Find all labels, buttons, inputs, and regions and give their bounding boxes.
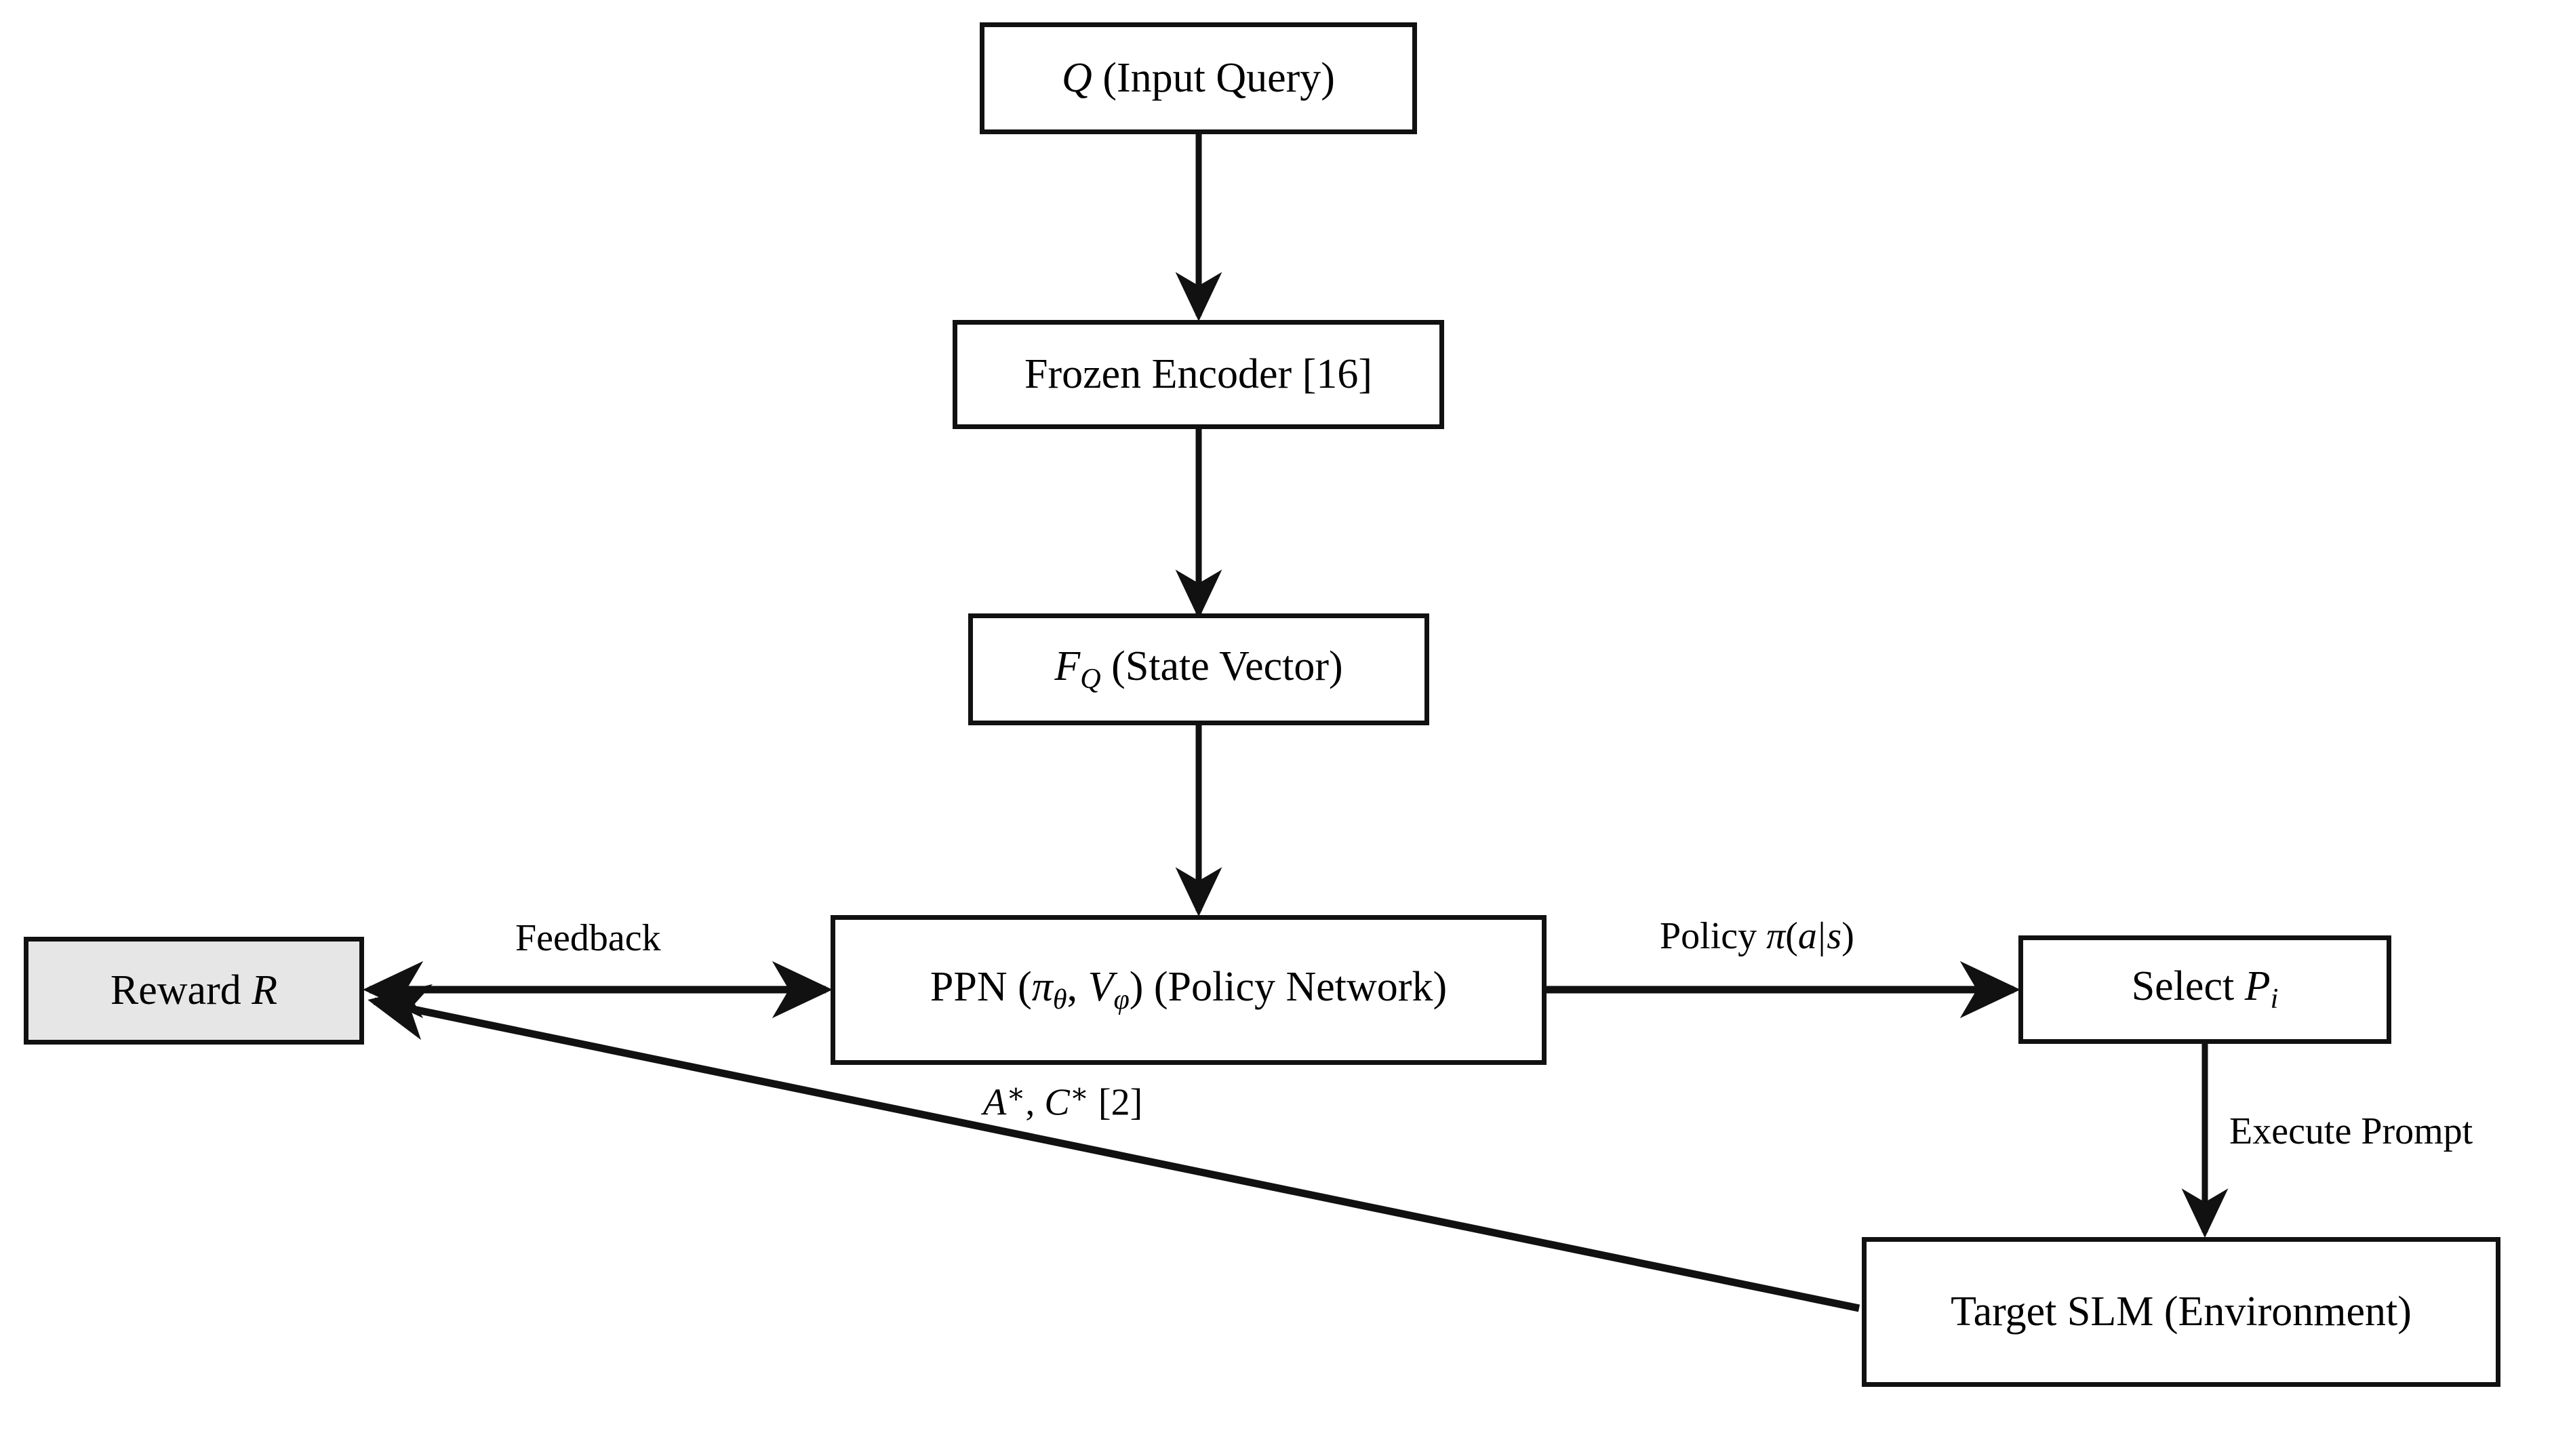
advantage-symbol-c: C: [1044, 1081, 1070, 1124]
node-target-slm[interactable]: Target SLM (Environment): [1862, 1237, 2500, 1387]
reward-text: Reward: [110, 967, 252, 1013]
symbol-f-subscript: Q: [1080, 662, 1101, 695]
advantage-comma: ,: [1025, 1081, 1045, 1124]
node-input-query[interactable]: Q (Input Query): [980, 22, 1417, 134]
node-policy-network[interactable]: PPN (πθ, Vφ) (Policy Network): [831, 915, 1547, 1065]
node-policy-network-label: PPN (πθ, Vφ) (Policy Network): [923, 965, 1454, 1015]
select-text: Select: [2131, 963, 2245, 1010]
symbol-f: F: [1054, 643, 1081, 689]
symbol-v-subscript: φ: [1113, 983, 1130, 1015]
edge-label-feedback-text: Feedback: [515, 917, 661, 959]
advantage-reference: [2]: [1088, 1081, 1143, 1124]
ppn-comma: ,: [1066, 963, 1088, 1010]
ppn-suffix: ) (Policy Network): [1129, 963, 1448, 1010]
symbol-p-subscript: i: [2270, 983, 2279, 1015]
edge-label-execute-prompt-text: Execute Prompt: [2229, 1110, 2473, 1152]
policy-bar: |: [1818, 915, 1826, 957]
node-reward[interactable]: Reward R: [24, 937, 364, 1045]
advantage-star-2: ∗: [1069, 1078, 1089, 1109]
symbol-pi-subscript: θ: [1052, 983, 1067, 1015]
policy-symbol-pi: π: [1766, 915, 1786, 957]
node-frozen-encoder[interactable]: Frozen Encoder [16]: [953, 320, 1444, 429]
policy-paren-close: ): [1841, 915, 1854, 957]
node-target-slm-label: Target SLM (Environment): [1951, 1288, 2412, 1335]
node-frozen-encoder-label: Frozen Encoder [16]: [1024, 350, 1372, 397]
edge-label-policy-text: Policy: [1660, 915, 1767, 957]
edge-label-policy: Policy π(a|s): [1660, 916, 1854, 956]
node-input-query-text: (Input Query): [1092, 54, 1335, 101]
policy-symbol-a: a: [1797, 915, 1817, 957]
node-reward-label: Reward R: [104, 967, 284, 1013]
node-select-prompt-label: Select Pi: [2125, 965, 2286, 1014]
advantage-symbol-a: A: [983, 1081, 1007, 1124]
symbol-v: V: [1088, 963, 1114, 1010]
edge-label-advantage: A∗, C∗ [2]: [983, 1078, 1143, 1124]
edge-slm-to-reward: [367, 984, 1860, 1312]
advantage-star-1: ∗: [1006, 1078, 1026, 1109]
symbol-r: R: [252, 967, 278, 1013]
node-state-vector[interactable]: FQ (State Vector): [968, 613, 1429, 725]
edge-label-feedback: Feedback: [515, 918, 661, 958]
node-input-query-label: Q (Input Query): [1055, 56, 1342, 100]
policy-paren-open: (: [1785, 915, 1798, 957]
symbol-p: P: [2244, 963, 2271, 1010]
policy-symbol-s: s: [1827, 915, 1842, 957]
node-state-vector-label: FQ (State Vector): [1048, 643, 1349, 695]
symbol-q: Q: [1062, 54, 1092, 101]
node-state-vector-text: (State Vector): [1100, 643, 1343, 689]
ppn-prefix: PPN (: [930, 963, 1032, 1010]
symbol-pi: π: [1031, 963, 1053, 1010]
node-select-prompt[interactable]: Select Pi: [2018, 935, 2391, 1044]
edge-label-execute-prompt: Execute Prompt: [2229, 1112, 2473, 1152]
